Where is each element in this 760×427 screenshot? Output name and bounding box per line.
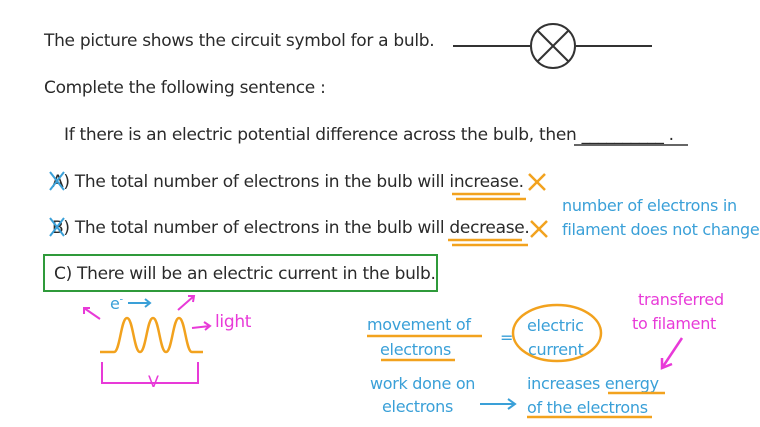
filament-coil-icon xyxy=(100,316,203,354)
movement-line-2: electrons xyxy=(380,340,451,359)
increases-line-2: of the electrons xyxy=(527,398,648,417)
transferred-line-2: to filament xyxy=(632,314,717,333)
transfer-arrow-icon xyxy=(660,337,684,370)
electrons-note-line-1: number of electrons in xyxy=(562,196,737,215)
underline-increase-icon xyxy=(452,192,526,201)
transferred-line-1: transferred xyxy=(638,290,724,309)
electric-current-circle-icon xyxy=(511,303,603,363)
strike-b-icon xyxy=(49,217,65,237)
voltage-label: V xyxy=(148,372,159,391)
work-line-1: work done on xyxy=(370,374,476,393)
cross-mark-b-icon xyxy=(530,220,548,238)
option-b-letter: B) xyxy=(52,218,70,238)
option-c-text: There will be an electric current in the… xyxy=(77,264,436,284)
light-label: light xyxy=(215,312,252,332)
option-a-letter: A) xyxy=(52,172,70,192)
current-line-2: current xyxy=(528,340,584,359)
equals-sign: = xyxy=(500,328,514,347)
underline-decrease-icon xyxy=(448,238,528,247)
question-line-3: If there is an electric potential differ… xyxy=(64,125,674,145)
correct-answer-box xyxy=(43,254,438,292)
work-arrow-icon xyxy=(480,398,517,410)
work-line-2: electrons xyxy=(382,397,453,416)
voltage-bracket-icon xyxy=(101,362,199,384)
filament-arrows-icon xyxy=(83,295,212,331)
strike-a-icon xyxy=(49,171,65,191)
cross-mark-a-icon xyxy=(528,173,546,191)
option-c[interactable]: C) There will be an electric current in … xyxy=(54,264,436,284)
current-line-1: electric xyxy=(527,316,584,335)
question-line-1: The picture shows the circuit symbol for… xyxy=(44,31,435,51)
electron-label: e- xyxy=(110,294,123,313)
option-a-text: The total number of electrons in the bul… xyxy=(74,172,524,192)
question-line-2: Complete the following sentence : xyxy=(44,78,326,98)
bulb-symbol-icon xyxy=(453,23,652,69)
option-a[interactable]: A) The total number of electrons in the … xyxy=(52,172,524,192)
option-b-text: The total number of electrons in the bul… xyxy=(74,218,530,238)
electrons-note-line-2: filament does not change xyxy=(562,220,760,239)
increases-line-1: increases energy xyxy=(527,374,659,393)
note-underlines-icon xyxy=(367,334,665,419)
movement-line-1: movement of xyxy=(367,315,471,334)
option-b[interactable]: B) The total number of electrons in the … xyxy=(52,218,530,238)
option-c-letter: C) xyxy=(54,264,72,284)
